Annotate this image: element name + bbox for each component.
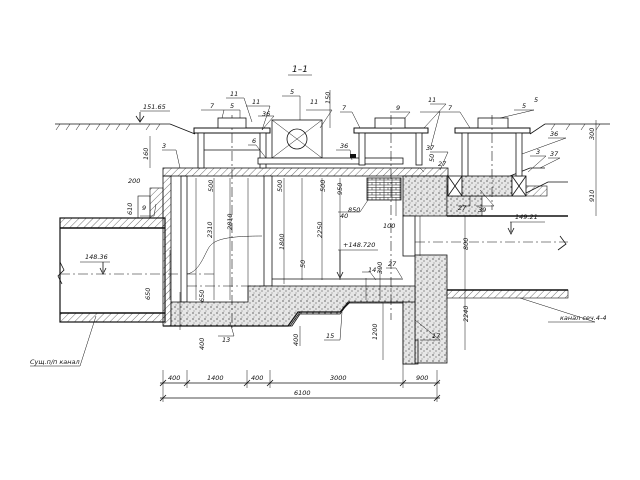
callout-11-left: 11 — [230, 90, 238, 98]
left-pipe-elevation: 148.36 — [80, 253, 110, 275]
existing-channel-label: Сущ.п/п канал — [30, 358, 80, 366]
right-pipe-elevation-label: 149.21 — [515, 213, 538, 221]
callout-14: 14 — [368, 266, 376, 274]
bottom-dimension-chain: 400 1400 400 3000 900 6100 — [159, 360, 441, 402]
callout-11-center-left: 11 — [252, 98, 260, 106]
callout-37-center: 37 — [426, 144, 435, 152]
callout-5-right: 5 — [522, 102, 526, 110]
ground-elevation-label: 151.65 — [143, 103, 166, 111]
manhole-right — [353, 115, 429, 320]
dim-400-b: 400 — [292, 334, 300, 346]
callout-6: 6 — [252, 137, 256, 145]
dim-500-b: 500 — [276, 180, 284, 192]
dim-150: 150 — [324, 92, 332, 104]
callout-7-center: 7 — [342, 104, 347, 112]
floor-elevation-label: +148.720 — [343, 241, 375, 249]
callout-7-right: 7 — [448, 104, 453, 112]
dim-850: 850 — [348, 206, 360, 214]
dim-500-a: 500 — [207, 180, 215, 192]
dim-500-c: 500 — [319, 180, 327, 192]
dim-610: 610 — [126, 203, 134, 215]
bottom-dim-900: 900 — [416, 374, 428, 382]
callout-27-right: 27 — [458, 204, 467, 212]
dim-300: 300 — [588, 128, 596, 140]
callout-5-left: 5 — [230, 102, 234, 110]
callout-labels: 3 7 5 11 36 11 5 11 7 9 11 7 5 5 36 37 3… — [142, 88, 559, 344]
dim-1200: 1200 — [371, 323, 379, 340]
callout-13: 13 — [222, 336, 230, 344]
dim-910: 910 — [588, 190, 596, 202]
callout-7-left: 7 — [210, 102, 215, 110]
dim-950: 950 — [336, 183, 344, 195]
dim-390: 390 — [376, 262, 384, 274]
dim-2810: 2810 — [226, 213, 234, 230]
callout-3-left: 3 — [162, 142, 166, 150]
dim-1800: 1800 — [278, 233, 286, 250]
dim-100: 100 — [383, 222, 395, 230]
manhole-left — [193, 115, 271, 330]
callout-leaders — [30, 95, 596, 367]
callout-27-bottom: 27 — [388, 260, 397, 268]
manhole-center — [257, 119, 404, 165]
callout-39: 39 — [478, 206, 486, 214]
bottom-dim-400-b: 400 — [251, 374, 263, 382]
section-title: 1–1 — [292, 65, 308, 75]
callout-9-left: 9 — [142, 204, 146, 212]
dim-2310: 2310 — [206, 221, 214, 238]
callout-3-right: 3 — [536, 148, 540, 156]
callout-36-center: 36 — [340, 142, 348, 150]
callout-36-left: 36 — [262, 110, 270, 118]
left-pipe-elevation-label: 148.36 — [85, 253, 108, 261]
dim-650-inner: 650 — [198, 290, 206, 302]
callout-11-right: 11 — [428, 96, 436, 104]
bottom-dim-3000: 3000 — [330, 374, 347, 382]
top-right-insulation — [447, 175, 527, 197]
bottom-dim-1400: 1400 — [207, 374, 224, 382]
bottom-dim-400-a: 400 — [168, 374, 180, 382]
floor-elevation: +148.720 — [336, 241, 378, 279]
dimension-labels: 160 200 610 650 500 500 500 2310 2810 18… — [126, 92, 596, 350]
callout-11-far-right: 5 — [534, 96, 538, 104]
bottom-dim-6100: 6100 — [294, 389, 311, 397]
callout-40: 40 — [340, 212, 348, 220]
manhole-far-right — [454, 115, 531, 210]
dim-650: 650 — [144, 288, 152, 300]
ground-elevation-marker: 151.65 — [135, 103, 170, 123]
ground-line — [55, 123, 610, 135]
right-pipe-elevation: 149.21 — [507, 213, 545, 235]
dim-2240: 2240 — [462, 305, 470, 322]
callout-37-right: 37 — [550, 150, 559, 158]
dim-200: 200 — [128, 177, 140, 185]
dim-160: 160 — [142, 148, 150, 160]
callout-5-center: 5 — [290, 88, 294, 96]
callout-17: 17 — [432, 332, 441, 340]
dim-400-a: 400 — [198, 338, 206, 350]
callout-11-center: 11 — [310, 98, 318, 106]
dim-800: 800 — [462, 238, 470, 250]
callout-27-top: 27 — [438, 160, 447, 168]
callout-15: 15 — [326, 332, 334, 340]
callout-36-right: 36 — [550, 130, 558, 138]
dim-50-floor: 50 — [299, 260, 307, 268]
dim-2250: 2250 — [316, 221, 324, 238]
dim-50-top: 50 — [428, 154, 436, 162]
channel-section-label: канал сеч.4-4 — [560, 314, 606, 322]
callout-9-top: 9 — [396, 104, 400, 112]
